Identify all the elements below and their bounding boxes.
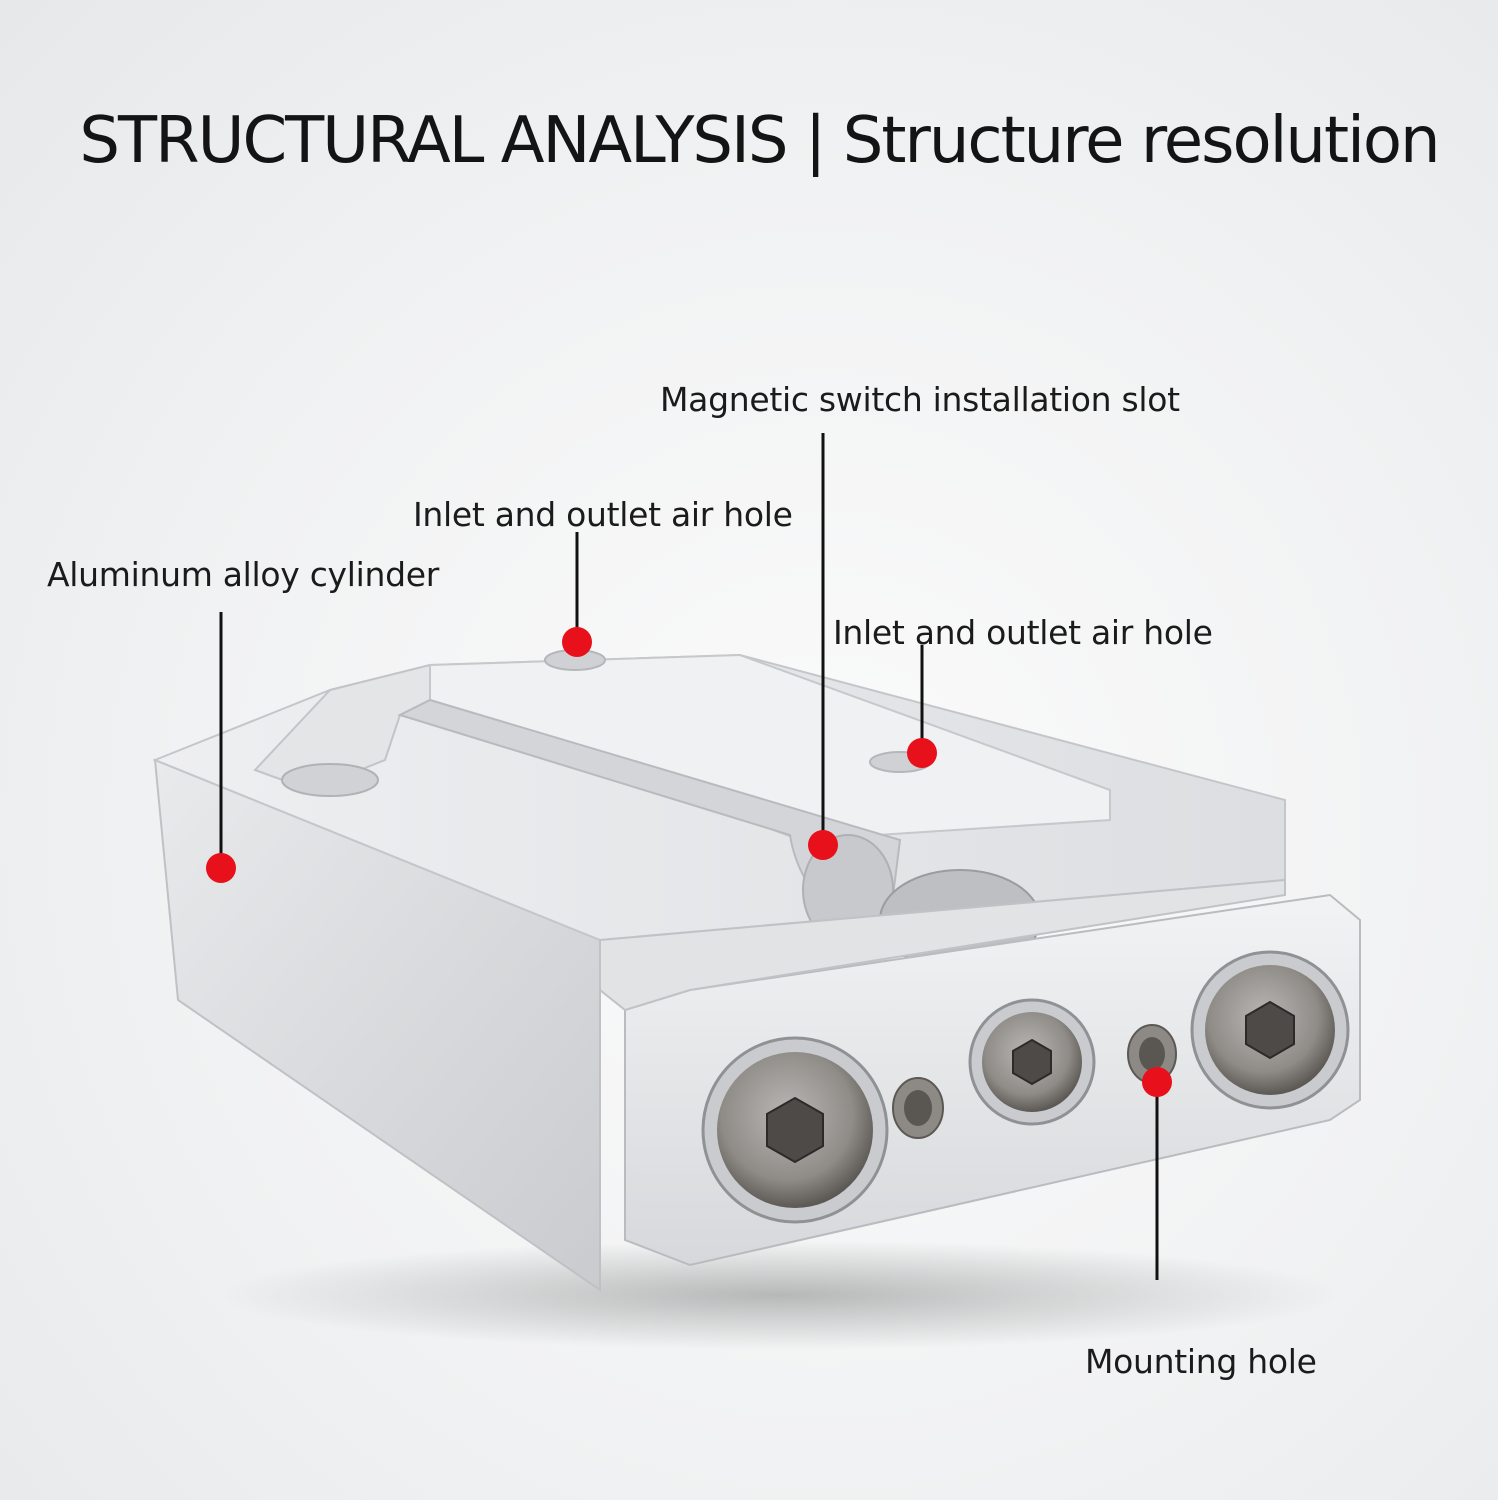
callout-air-hole-right: Inlet and outlet air hole bbox=[833, 613, 1213, 652]
front-plate-top-edge bbox=[599, 878, 1286, 1012]
ground-shadow bbox=[220, 1240, 1340, 1350]
threaded-hole-right bbox=[1127, 1024, 1177, 1084]
marker-air-hole-top bbox=[562, 627, 592, 657]
callout-mounting-hole: Mounting hole bbox=[1085, 1342, 1317, 1381]
callout-cylinder: Aluminum alloy cylinder bbox=[47, 555, 440, 594]
leader-lines bbox=[219, 433, 1159, 1280]
top-mounting-hole bbox=[281, 763, 379, 797]
marker-magnetic-slot bbox=[808, 830, 838, 860]
bolt-right bbox=[1190, 950, 1350, 1110]
callout-magnetic-slot: Magnetic switch installation slot bbox=[660, 380, 1180, 419]
callout-markers bbox=[206, 627, 1172, 1097]
callout-air-hole-top: Inlet and outlet air hole bbox=[413, 495, 793, 534]
marker-air-hole-right bbox=[907, 738, 937, 768]
threaded-hole-left bbox=[892, 1077, 944, 1139]
bolt-left bbox=[701, 1036, 889, 1224]
marker-cylinder bbox=[206, 853, 236, 883]
marker-mounting-hole bbox=[1142, 1067, 1172, 1097]
bolt-center bbox=[968, 998, 1096, 1126]
page-title: STRUCTURAL ANALYSIS | Structure resoluti… bbox=[79, 104, 1440, 178]
